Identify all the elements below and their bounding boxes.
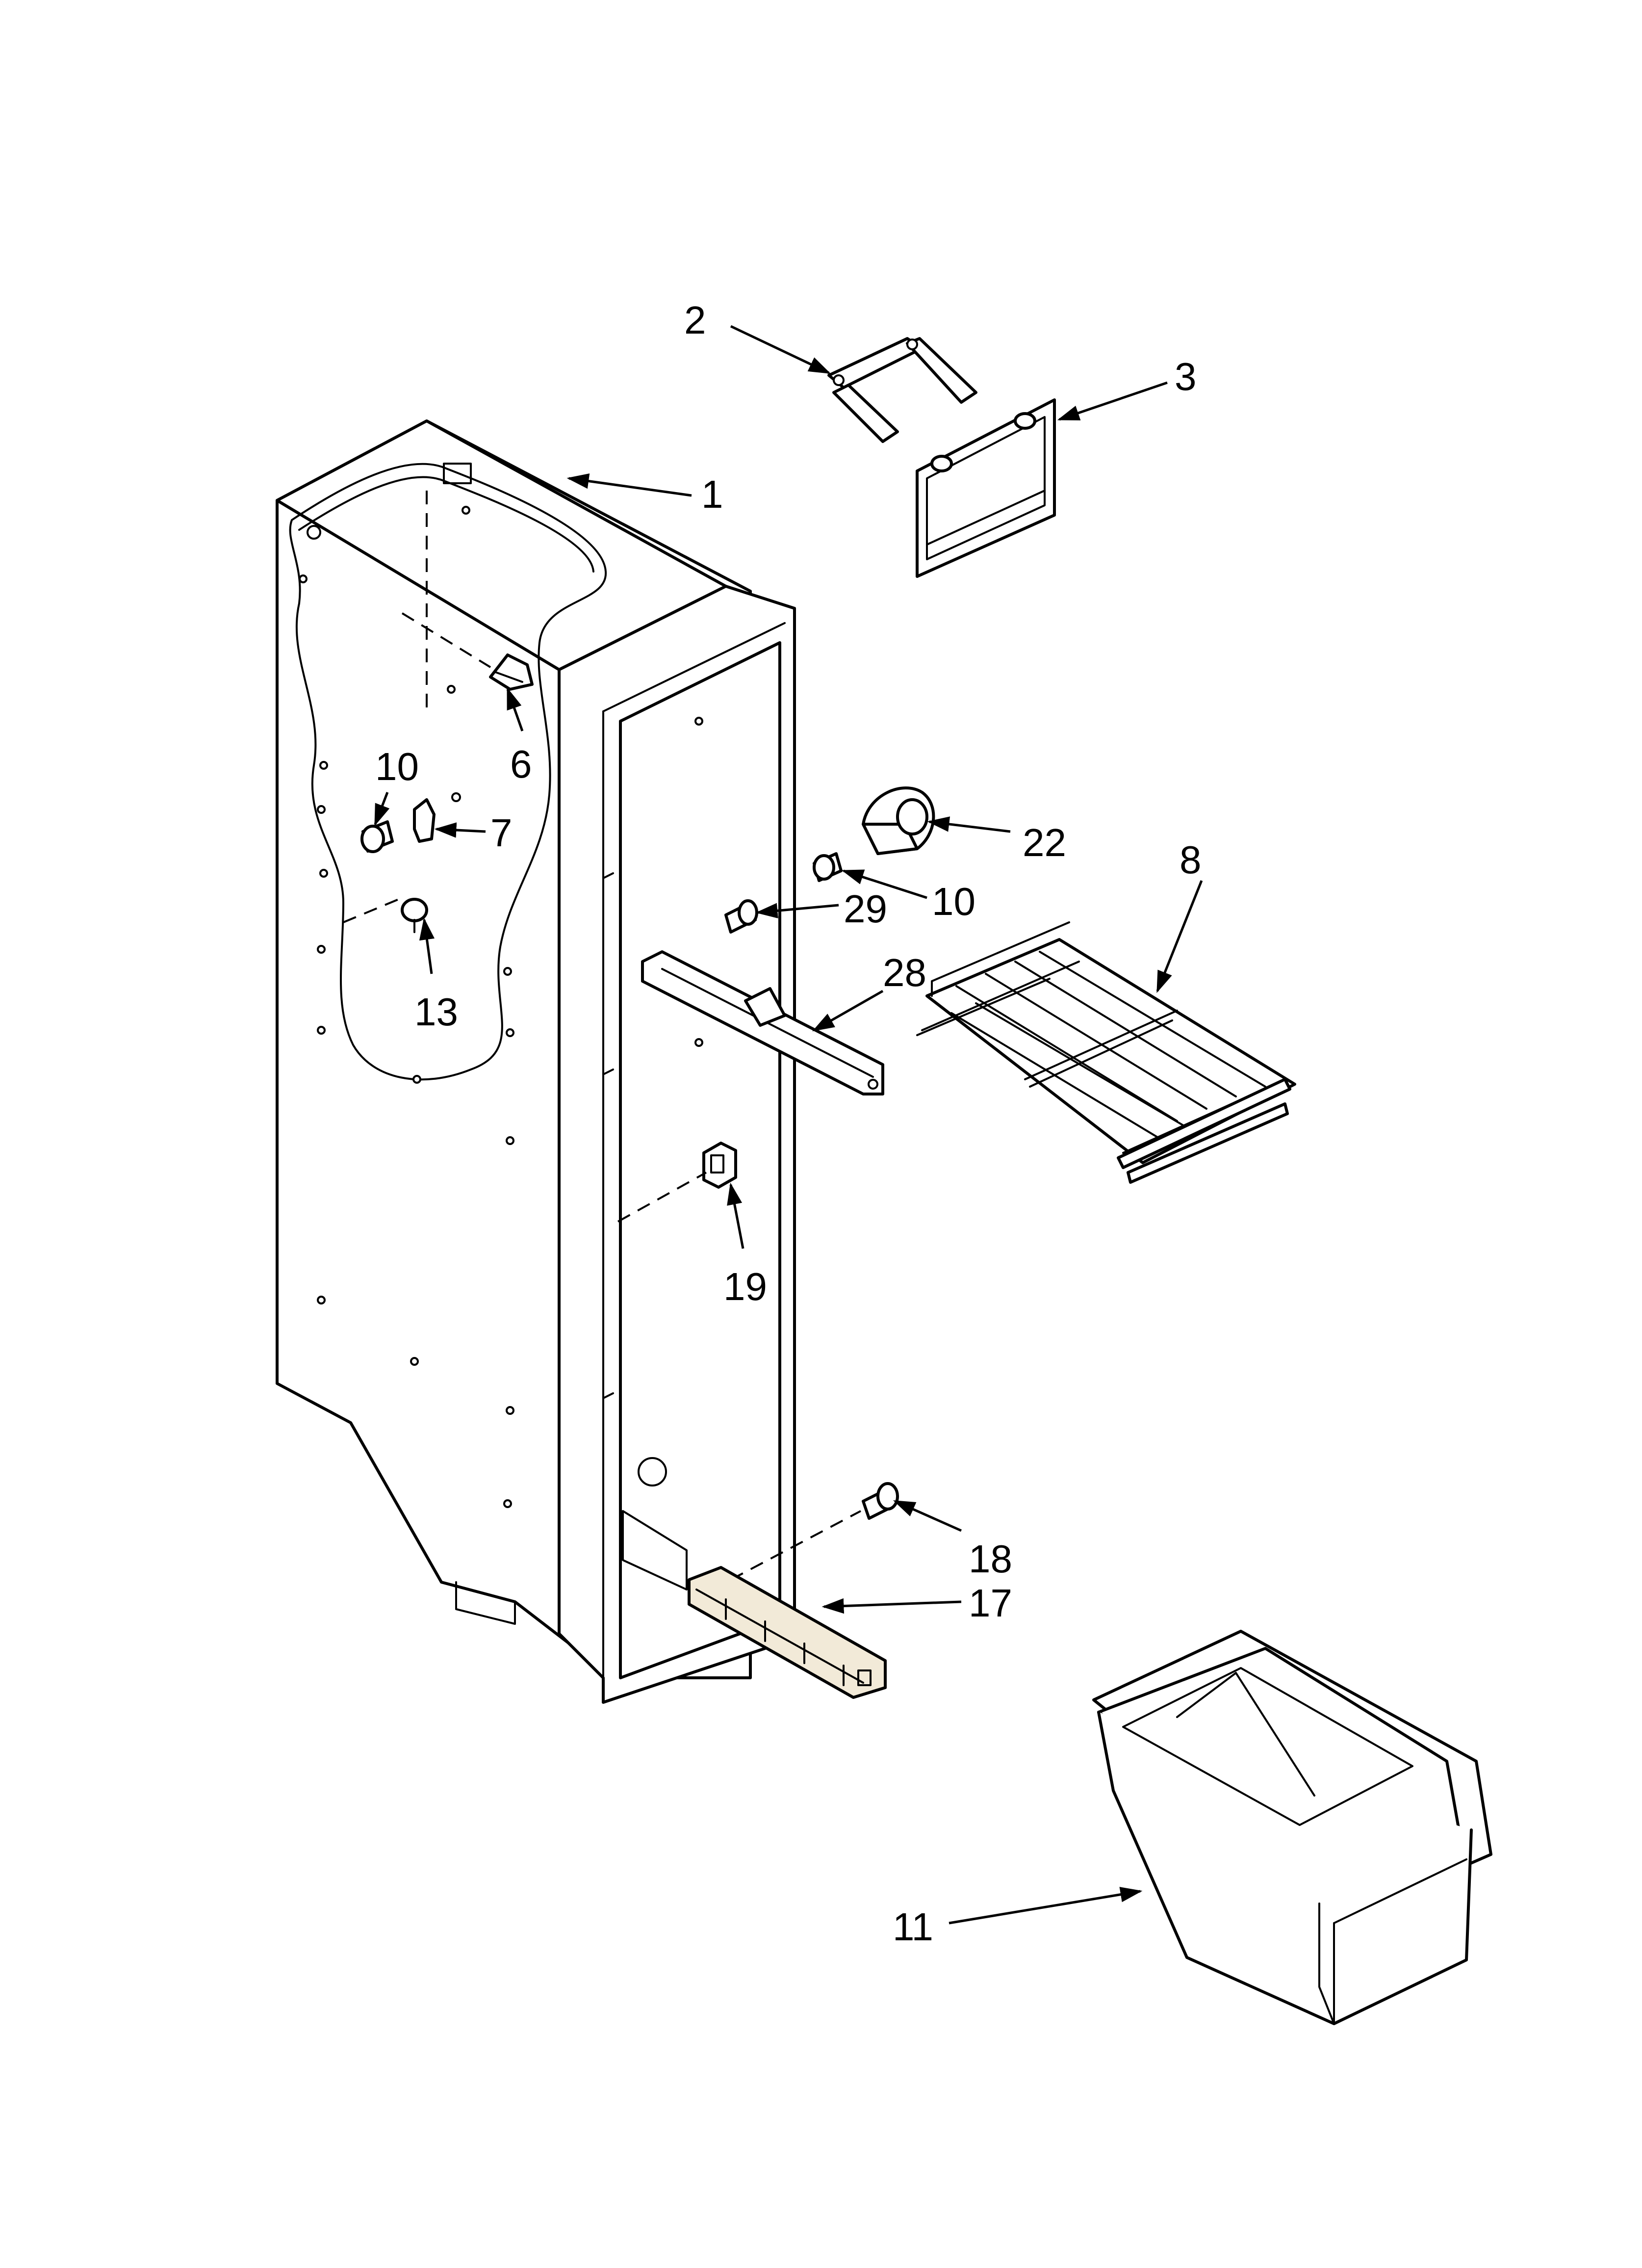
callout-28: 28	[883, 951, 926, 994]
callout-3: 3	[1175, 355, 1197, 398]
part-3-cover	[916, 398, 1056, 578]
callout-1: 1	[701, 472, 723, 516]
callout-29: 29	[844, 887, 887, 931]
part-18-screw	[730, 1482, 899, 1581]
callout-18: 18	[969, 1537, 1012, 1581]
leader-lines	[374, 325, 1203, 1925]
callout-7: 7	[490, 811, 513, 855]
part-29-screw	[724, 899, 758, 934]
callout-10-left: 10	[375, 745, 419, 788]
callout-10-right: 10	[932, 880, 975, 923]
part-7-clip	[413, 792, 461, 843]
part-2-hinge-bracket	[827, 337, 977, 443]
part-17-vent-grille	[688, 1566, 887, 1699]
part-28-shelf-rail	[641, 950, 884, 1095]
part-11-bin	[1092, 1630, 1492, 2025]
part-8-wire-shelf	[916, 921, 1296, 1184]
freezer-liner	[276, 419, 796, 1704]
callout-2: 2	[684, 298, 706, 342]
part-10-screw-right	[813, 852, 843, 882]
part-19-switch	[617, 1142, 737, 1223]
part-10-screw-left	[360, 820, 394, 853]
callout-labels: 1 2 3 6 7 10 13 22 10 29 8 28 19 18 17 1…	[375, 298, 1202, 1949]
part-22-shelf-support	[862, 786, 935, 855]
callout-11: 11	[893, 1905, 933, 1949]
callout-22: 22	[1023, 821, 1066, 864]
callout-8: 8	[1180, 838, 1202, 882]
part-13-plug	[401, 898, 428, 933]
callout-19: 19	[723, 1265, 767, 1308]
callout-6: 6	[510, 742, 532, 786]
callout-13: 13	[414, 990, 458, 1034]
callout-17: 17	[969, 1581, 1012, 1625]
part-6-bracket	[489, 653, 534, 691]
